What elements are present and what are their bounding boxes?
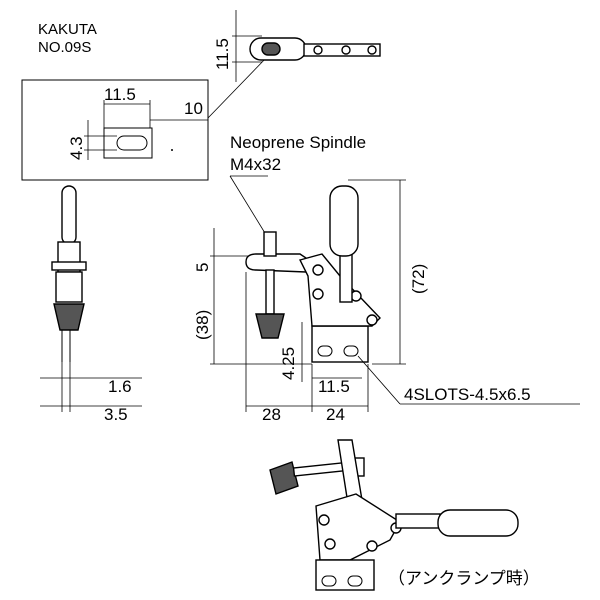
spindle-nut [263,231,277,257]
slots-label: 4SLOTS-4.5x6.5 [404,385,531,404]
handle-lever-open [395,513,441,529]
top-view: 11.5 [213,10,381,82]
spindle-nut-top [261,42,281,56]
side-view: 1.6 3.5 [40,185,142,424]
pivot-pin [312,264,324,276]
clamp-base [311,325,369,363]
front-view: Neoprene Spindle M4x32 5 (38) (72) 4.25 [193,133,580,424]
pivot-pin-open [324,538,336,550]
model-number: NO.09S [38,39,91,56]
spindle-rod [265,269,275,315]
dim-slot-width: 11.5 [104,85,136,104]
pivot-pin-open [366,540,378,552]
slots-leader [357,355,401,405]
spindle-label-name: Neoprene Spindle [230,133,366,152]
pivot-pin [366,314,378,326]
dim-width-24: 24 [326,405,345,424]
mount-slot [317,345,333,357]
slot-detail: 11.5 10 4.3 [21,79,209,181]
pivot-top [367,45,377,55]
dim-height-38: (38) [193,310,212,340]
slot-hole [116,135,148,151]
spindle-label-size: M4x32 [230,155,281,174]
dim-height-72: (72) [409,264,428,294]
mark-dot [171,149,173,151]
dim-height-5: 5 [193,263,212,272]
arm-side [51,261,87,271]
unclamped-caption: （アンクランプ時） [388,569,540,588]
dim-offset: 10 [184,99,203,118]
dim-top-height: 11.5 [213,38,232,70]
handle-side [61,185,77,245]
mount-slot-open [347,575,363,587]
handle-grip-open [437,509,519,537]
clamp-base-open [315,559,375,591]
pivot-top [313,45,323,55]
mount-slot-open [321,575,337,587]
base-side [55,271,83,303]
detail-frame [21,79,209,181]
dim-width-11-5: 11.5 [318,377,350,396]
brand-block: KAKUTA NO.09S [38,21,97,56]
handle-lever [339,251,353,303]
spindle-pad-side [53,303,85,331]
spindle-rod-open [292,461,349,477]
detail-leader [207,55,269,119]
dim-height-4-25: 4.25 [279,347,298,380]
dim-side-3-5: 3.5 [104,405,128,424]
mount-slot [343,345,359,357]
unclamped-view: （アンクランプ時） [269,439,540,591]
dim-slot-height: 4.3 [67,136,86,160]
pivot-pin-open [318,514,330,526]
spindle-pad-open [269,461,299,495]
pivot-pin [312,288,324,300]
dim-side-1-6: 1.6 [108,377,132,396]
spindle-pad [255,313,285,339]
pivot-top [341,45,351,55]
clamp-body-open [315,493,401,561]
maker-name: KAKUTA [38,21,97,38]
spindle-leader [229,175,269,239]
handle-grip [329,185,359,257]
slot-plate [103,127,153,159]
dim-width-28: 28 [262,405,281,424]
